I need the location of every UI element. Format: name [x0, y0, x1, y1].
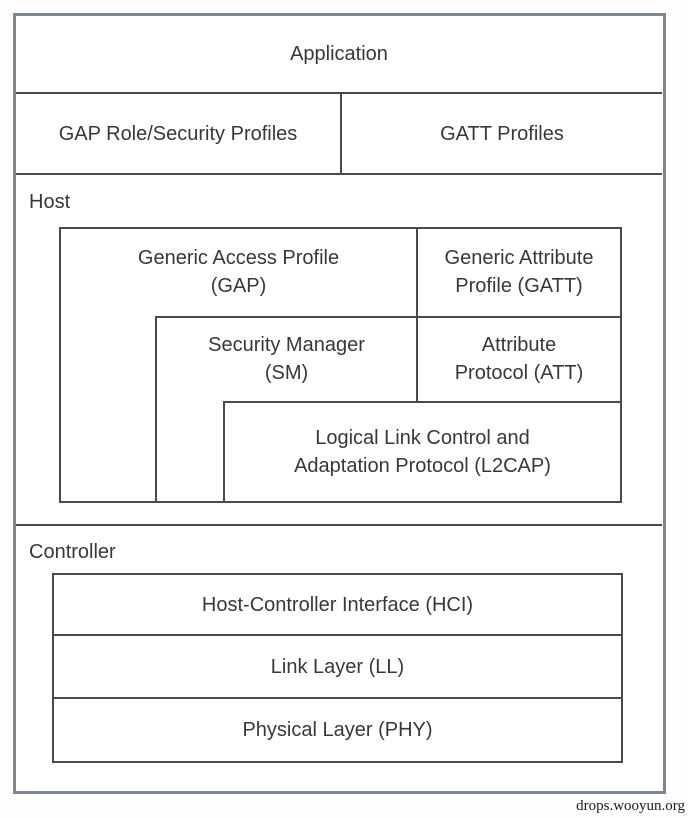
l2cap-top-edge: [223, 401, 622, 403]
security-manager-box: Security Manager (SM): [157, 318, 416, 400]
link-layer-label: Link Layer (LL): [270, 655, 405, 678]
security-manager-label-line1: Security Manager: [208, 334, 365, 356]
gatt-profiles-box: GATT Profiles: [342, 94, 662, 173]
physical-layer-box: Physical Layer (PHY): [54, 699, 621, 761]
gap-box: Generic Access Profile (GAP): [61, 229, 416, 315]
gatt-profiles-label: GATT Profiles: [440, 122, 564, 145]
gatt-label-line2: Profile (GATT): [455, 275, 583, 297]
controller-section-label: Controller: [29, 541, 116, 563]
l2cap-label-line1: Logical Link Control and: [315, 427, 530, 449]
controller-stack-box: [52, 573, 623, 763]
l2cap-label-line2: Adaptation Protocol (L2CAP): [294, 455, 551, 477]
attribute-protocol-label-line1: Attribute: [481, 334, 557, 356]
gap-sm-divider: [155, 316, 622, 318]
gatt-label-line1: Generic Attribute: [444, 247, 594, 269]
sm-left-edge: [155, 316, 157, 503]
gap-label-line1: Generic Access Profile: [137, 247, 340, 269]
gap-gatt-divider: [416, 227, 418, 403]
watermark-text: drops.wooyun.org: [576, 798, 685, 814]
security-manager-label-line2: (SM): [264, 362, 309, 384]
host-section-label: Host: [29, 191, 71, 213]
profiles-row-divider: [340, 92, 342, 175]
diagram-outer-frame: [13, 13, 666, 794]
hci-ll-divider: [52, 634, 623, 636]
physical-layer-label: Physical Layer (PHY): [242, 719, 433, 741]
link-layer-box: Link Layer (LL): [54, 636, 621, 697]
application-label: Application: [290, 43, 388, 65]
hci-box: Host-Controller Interface (HCI): [54, 575, 621, 634]
controller-section-top-divider: [16, 524, 662, 526]
l2cap-box: Logical Link Control and Adaptation Prot…: [225, 403, 620, 501]
attribute-protocol-label-line2: Protocol (ATT): [454, 362, 584, 384]
gap-label-line2: (GAP): [210, 275, 267, 297]
host-section-top-divider: [16, 173, 662, 175]
hci-label: Host-Controller Interface (HCI): [201, 593, 474, 616]
application-box: Application: [16, 16, 662, 92]
application-bottom-divider: [16, 92, 662, 94]
gatt-box: Generic Attribute Profile (GATT): [418, 229, 620, 315]
gap-role-security-profiles-label: GAP Role/Security Profiles: [58, 122, 298, 145]
ll-phy-divider: [52, 697, 623, 699]
attribute-protocol-box: Attribute Protocol (ATT): [418, 318, 620, 400]
l2cap-left-edge: [223, 401, 225, 503]
gap-role-security-profiles-box: GAP Role/Security Profiles: [16, 94, 340, 173]
host-stack-box: [59, 227, 622, 503]
